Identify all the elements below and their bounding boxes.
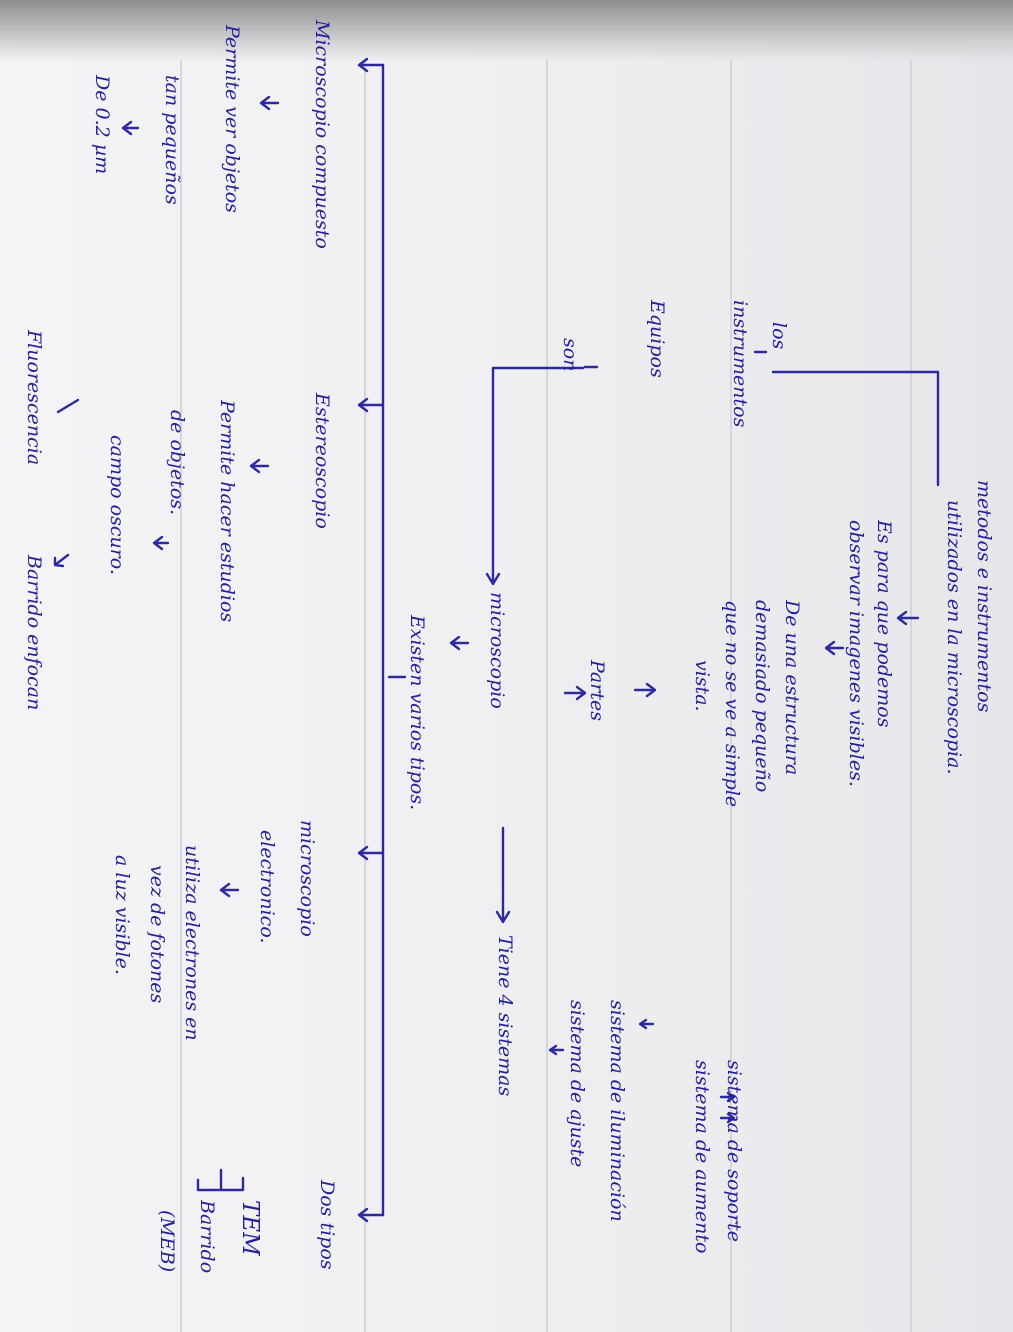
arrow-estereo-down <box>249 458 270 474</box>
node-partes: Partes <box>586 660 608 721</box>
arrow-objetos-down <box>152 535 170 551</box>
definition-line-2: demasiado pequeño <box>751 600 773 793</box>
electronico-desc-2: vez de fotones <box>146 865 168 1004</box>
bracket-son-to-microscopio <box>491 366 585 582</box>
page-rule-line <box>546 60 548 1332</box>
electronico-title-2: electronico. <box>256 830 278 944</box>
estereoscopio-desc-1: Permite hacer estudios <box>216 400 238 623</box>
node-fluorescencia: Fluorescencia <box>23 330 45 466</box>
root-line-3: Es para que podemos <box>873 520 895 728</box>
page-rule-line <box>910 60 912 1332</box>
arrow-sistema-2 <box>719 1112 736 1124</box>
node-tem: TEM <box>237 1200 263 1256</box>
arrow-sistema-3 <box>638 1018 655 1030</box>
root-line-2: utilizados en la microscopia. <box>943 500 965 775</box>
arrow-pequenos-down <box>121 120 140 136</box>
sistema-ajuste: sistema de ajuste <box>566 1000 588 1168</box>
drop-estereoscopio <box>357 397 385 413</box>
drop-compuesto <box>357 57 385 73</box>
drop-electronico <box>357 845 385 861</box>
root-line-4: observar imagenes visibles. <box>845 520 867 787</box>
node-tiene-sistemas: Tiene 4 sistemas <box>494 935 516 1097</box>
node-microscopio: microscopio <box>486 592 508 709</box>
page-rule-line <box>180 60 182 1332</box>
word-son: son <box>559 338 581 372</box>
node-meb: (MEB) <box>156 1210 178 1273</box>
estereoscopio-title: Estereoscopio <box>311 393 333 529</box>
electronico-desc-3: a luz visible. <box>111 855 133 975</box>
bracket-tem <box>196 1168 245 1192</box>
word-instrumentos: instrumentos <box>729 300 751 428</box>
root-line-1: metodos e instrumentos <box>973 480 995 713</box>
arrow-campo-down <box>53 553 70 568</box>
arrow-microscopio-down <box>449 635 470 651</box>
electronico-title-1: microscopio <box>296 820 318 937</box>
node-barrido: Barrido <box>196 1200 218 1274</box>
arrow-microscopio-up <box>563 685 587 701</box>
node-dos-tipos: Dos tipos <box>316 1180 338 1270</box>
node-barrido-enfocan: Barrido enfocan <box>23 555 45 711</box>
page-rule-line <box>730 60 732 1332</box>
sistema-soporte: sistema de soporte <box>723 1060 745 1243</box>
page-rule-line <box>364 60 366 1332</box>
arrow-sistema-1 <box>719 1091 736 1103</box>
sistema-aumento: sistema de aumento <box>691 1060 713 1254</box>
compuesto-desc-2: tan pequeños <box>161 75 183 205</box>
arrowhead-microscopio <box>485 572 501 586</box>
arrow-compuesto-down <box>259 95 280 111</box>
word-los: los <box>768 322 790 350</box>
arrow-observar-down <box>824 640 845 656</box>
drop-dos-tipos <box>357 1207 385 1223</box>
compuesto-size: De 0.2 µm <box>91 75 113 175</box>
definition-line-4: vista. <box>691 660 713 712</box>
sistema-iluminacion: sistema de iluminación <box>606 1000 628 1222</box>
tick-campo <box>56 398 80 414</box>
arrow-partes-up <box>633 682 657 698</box>
arrow-root-down <box>896 610 920 626</box>
compuesto-desc-1: Permite ver objetos <box>221 25 243 213</box>
word-equipos: Equipos <box>646 300 668 378</box>
definition-line-3: que no se ve a simple <box>721 600 743 808</box>
estereoscopio-desc-2: de objetos. <box>166 410 188 516</box>
arrow-sistema-4 <box>548 1044 565 1056</box>
compuesto-title: Microscopio compuesto <box>311 20 333 249</box>
electronico-desc-1: utiliza electrones en <box>181 845 203 1041</box>
arrow-tiene-sistemas <box>495 826 511 924</box>
node-campo-oscuro: campo oscuro. <box>106 435 128 575</box>
bracket-root-to-los <box>771 370 940 487</box>
node-existen-tipos: Existen varios tipos. <box>406 615 428 811</box>
arrow-electronico-down <box>219 882 240 898</box>
definition-line-1: De una estructura <box>781 600 803 776</box>
